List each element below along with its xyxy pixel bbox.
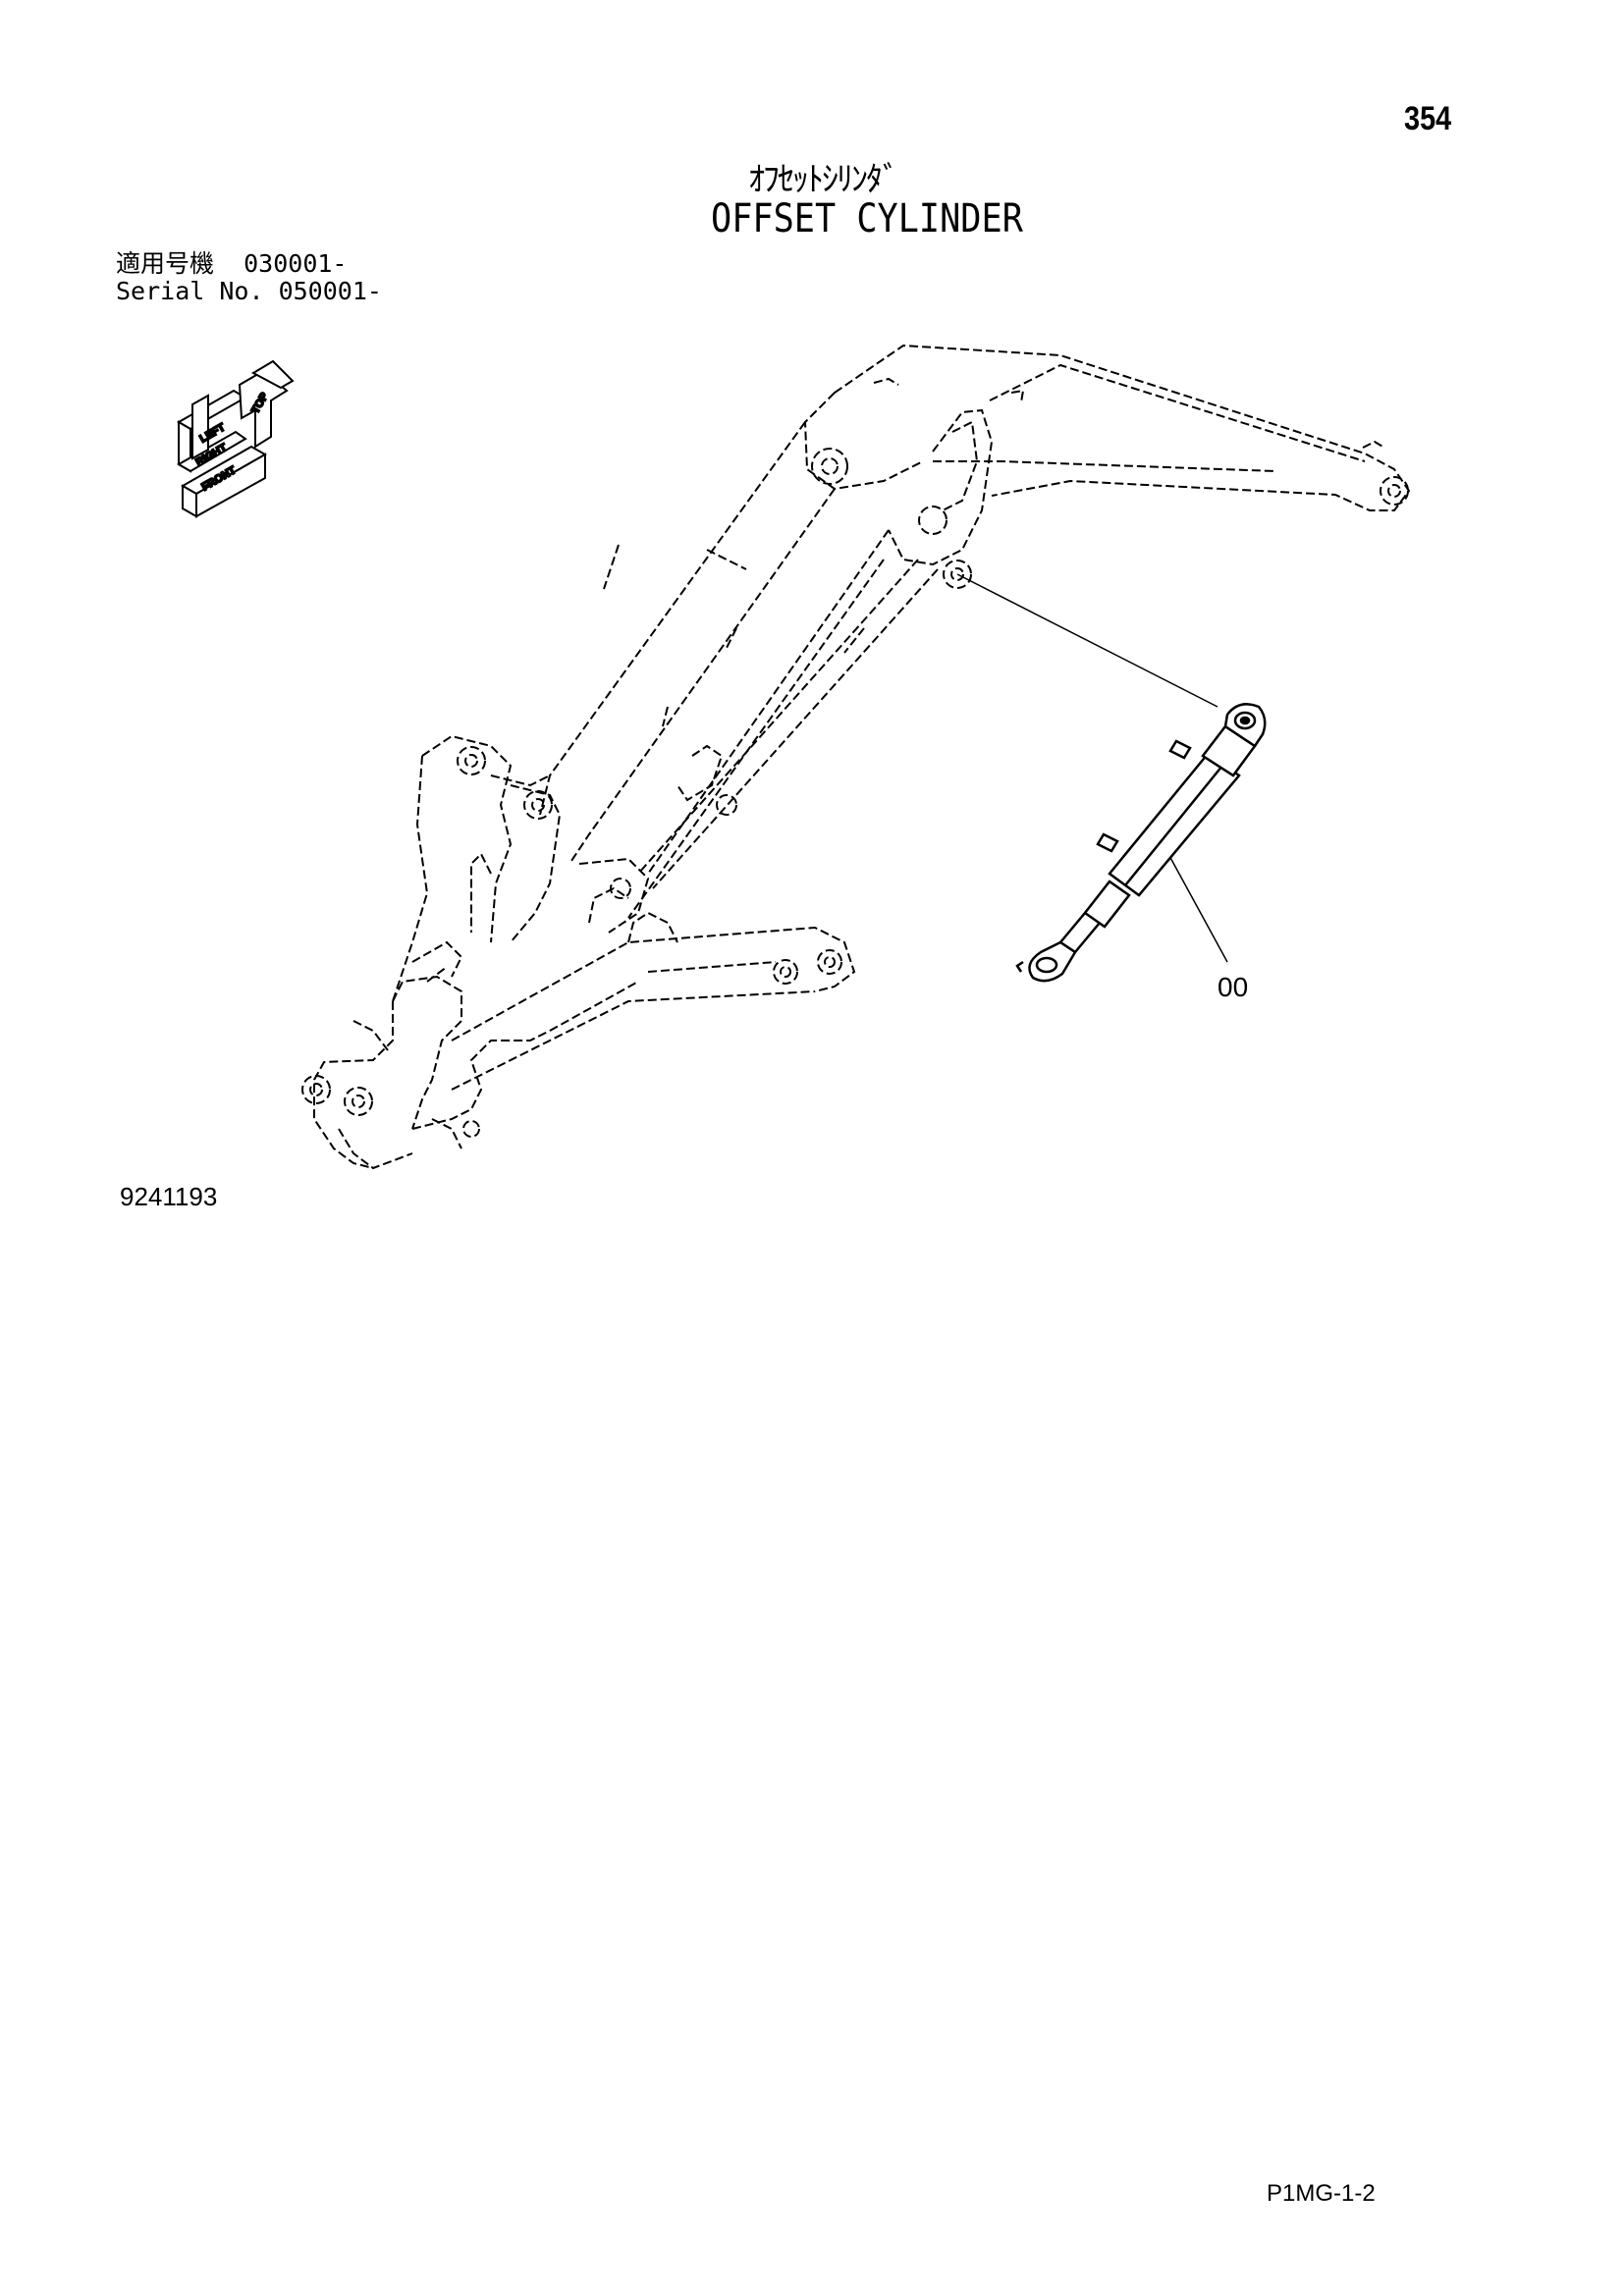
- serial-value: 050001-: [278, 277, 382, 305]
- serial-value-japanese: 030001-: [244, 249, 348, 278]
- drawing-id: 9241193: [120, 1182, 218, 1211]
- page-title: OFFSET CYLINDER: [711, 196, 1023, 241]
- orientation-badge-icon: LEFT RIGHT FRONT TOP: [176, 359, 295, 518]
- offset-cylinder-icon: [1015, 703, 1267, 983]
- page-number: 354: [1404, 100, 1452, 137]
- page-title-japanese: ｵﾌｾｯﾄｼﾘﾝﾀﾞ: [748, 160, 899, 199]
- leader-line: [956, 573, 1218, 708]
- serial-label: Serial No.: [116, 277, 264, 305]
- callout-leader-line: [1167, 853, 1228, 963]
- serial-number-block: 適用号機 030001- Serial No. 050001-: [116, 250, 382, 305]
- part-callout: 00: [1218, 972, 1249, 1002]
- boom-assembly-drawing: [301, 344, 1411, 1170]
- serial-label-japanese: 適用号機: [116, 249, 215, 278]
- footer-code: P1MG-1-2: [1267, 2180, 1376, 2207]
